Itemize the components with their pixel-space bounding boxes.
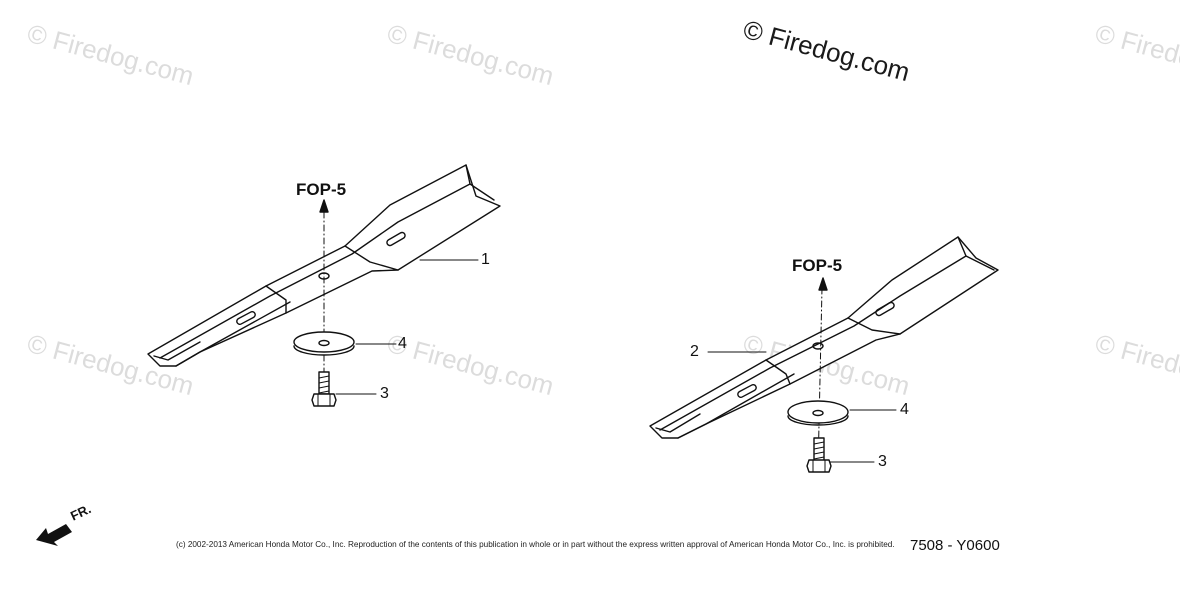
callout-washer-4-left: 4 — [398, 335, 407, 352]
right-washer — [787, 400, 849, 426]
callout-bolt-3-left: 3 — [380, 385, 389, 402]
left-washer — [293, 331, 355, 356]
callout-blade-2: 2 — [690, 343, 699, 360]
fop5-reference-right: FOP-5 — [792, 256, 843, 275]
callout-washer-4-right: 4 — [900, 401, 909, 418]
fop5-reference-left: FOP-5 — [296, 180, 347, 199]
callout-blade-1: 1 — [481, 251, 490, 268]
left-bolt — [311, 371, 337, 407]
front-direction-arrow-icon — [36, 524, 72, 546]
callout-bolt-3-right: 3 — [878, 453, 887, 470]
right-bolt — [806, 437, 832, 473]
copyright-notice: (c) 2002-2013 American Honda Motor Co., … — [176, 540, 895, 549]
left-blade — [147, 164, 501, 393]
diagram-code: 7508 - Y0600 — [910, 537, 1000, 554]
